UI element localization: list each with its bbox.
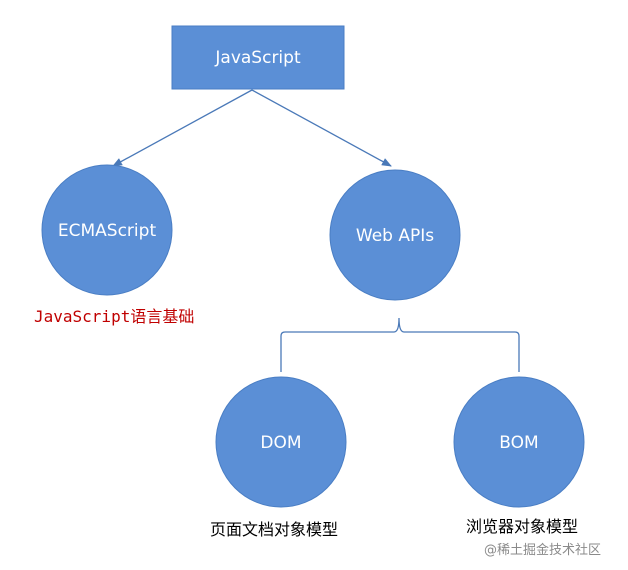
watermark-text: @稀土掘金技术社区	[484, 543, 602, 558]
bom-node-label: BOM	[499, 433, 538, 453]
ecmascript-node-label: ECMAScript	[58, 221, 157, 241]
dom-node: DOM	[215, 376, 347, 508]
javascript-node-label: JavaScript	[214, 48, 301, 68]
ecmascript-node: ECMAScript	[41, 164, 173, 296]
javascript-node: JavaScript	[171, 25, 345, 90]
web-apis-node: Web APIs	[329, 169, 461, 301]
arrow-root-to-ecmascript	[112, 89, 253, 167]
dom-caption: 页面文档对象模型	[210, 520, 339, 539]
brace-connector	[280, 317, 520, 372]
dom-node-label: DOM	[260, 433, 301, 453]
web-apis-node-label: Web APIs	[356, 226, 434, 246]
bom-node: BOM	[453, 376, 585, 508]
ecmascript-caption: JavaScript语言基础	[34, 307, 195, 326]
bom-caption: 浏览器对象模型	[466, 517, 579, 536]
arrow-root-to-web-apis	[251, 89, 392, 167]
